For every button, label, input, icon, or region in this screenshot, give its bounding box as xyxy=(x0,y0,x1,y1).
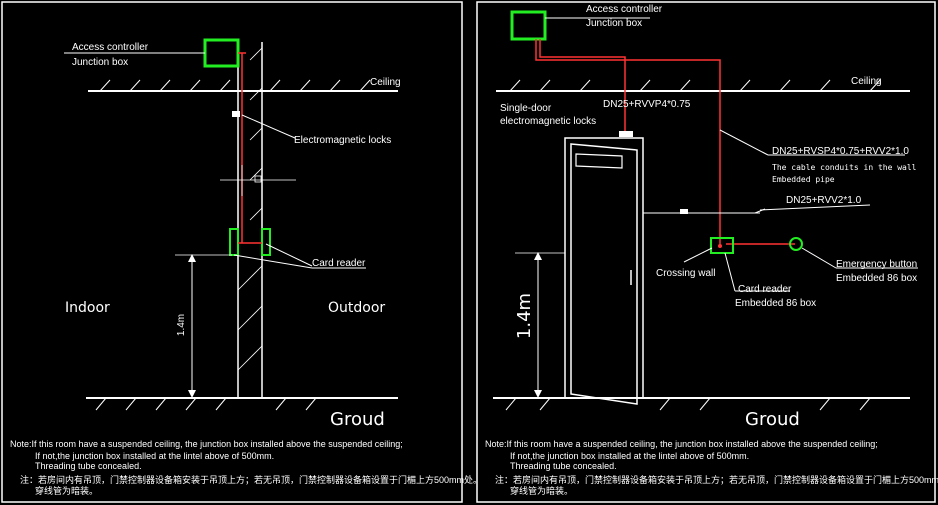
right-conduit-label: The cable conduits in the wall xyxy=(772,163,917,172)
left-card-reader-indoor xyxy=(229,228,239,256)
right-panel-frame xyxy=(476,1,936,503)
right-junction-box-label: Junction box xyxy=(586,18,642,29)
right-panel: Access controller Junction box Ceiling S… xyxy=(485,4,938,496)
left-cr-leader-b xyxy=(233,254,313,269)
right-ceiling-label: Ceiling xyxy=(851,76,882,87)
left-note-line5: 穿线管为暗装。 xyxy=(35,485,98,496)
left-panel: Ceiling Access controller Junction box E… xyxy=(10,38,482,496)
right-note-line2: If not,the junction box installed at the… xyxy=(510,451,749,461)
left-ground-label: Groud xyxy=(330,409,385,430)
right-embedded-pipe-label: Embedded pipe xyxy=(772,175,835,184)
right-note-line3: Threading tube concealed. xyxy=(510,461,617,471)
left-cr-leader-a xyxy=(265,243,313,267)
right-junction-box xyxy=(510,10,547,41)
right-emergency-label: Emergency button xyxy=(836,259,917,270)
right-em-lock xyxy=(619,131,633,137)
left-junction-box xyxy=(203,38,240,68)
right-card-reader xyxy=(710,237,734,254)
right-ground-hatch xyxy=(505,397,871,411)
right-crossing-wall-label: Crossing wall xyxy=(656,268,715,279)
left-wall-hatch xyxy=(237,47,263,371)
left-note-line1: Note:If this room have a suspended ceili… xyxy=(10,439,403,449)
left-ceiling-hatch xyxy=(99,79,371,92)
right-door-frame xyxy=(564,137,644,399)
right-em-locks-label: electromagnetic locks xyxy=(500,116,596,127)
right-card-reader-sub: Embedded 86 box xyxy=(735,298,816,309)
left-outdoor-label: Outdoor xyxy=(328,300,385,316)
right-dn25-rvvp-label: DN25+RVVP4*0.75 xyxy=(603,99,691,110)
right-dn25-rvsp-label: DN25+RVSP4*0.75+RVV2*1.0 xyxy=(772,146,909,157)
left-height-label: 1.4m xyxy=(176,314,187,336)
left-panel-frame xyxy=(1,1,463,503)
left-note-line4: 注：若房间内有吊顶，门禁控制器设备箱安装于吊顶上方；若无吊顶，门禁控制器设备箱设… xyxy=(20,474,482,485)
right-cable-lock xyxy=(539,39,626,132)
left-ground-hatch xyxy=(95,397,317,411)
right-height-label: 1.4m xyxy=(514,293,535,339)
right-note-line5: 穿线管为暗装。 xyxy=(510,485,573,496)
right-ground-label: Groud xyxy=(745,409,800,430)
right-access-controller-label: Access controller xyxy=(586,4,663,15)
right-card-reader-label: Card reader xyxy=(738,284,792,295)
left-em-lock xyxy=(232,111,240,117)
right-emergency-button xyxy=(789,237,803,251)
right-door-window xyxy=(575,153,623,169)
left-card-reader-outdoor xyxy=(261,228,271,256)
left-ceiling-label: Ceiling xyxy=(370,77,401,88)
right-dn25-rvv-label: DN25+RVV2*1.0 xyxy=(786,195,862,206)
right-ceiling-hatch xyxy=(509,79,881,92)
right-door-leaf xyxy=(570,143,638,405)
right-note-line1: Note:If this room have a suspended ceili… xyxy=(485,439,878,449)
left-note-line3: Threading tube concealed. xyxy=(35,461,142,471)
left-junction-box-label: Junction box xyxy=(72,57,128,68)
right-single-door-label: Single-door xyxy=(500,103,552,114)
left-card-reader-label: Card reader xyxy=(312,258,366,269)
right-emergency-sub: Embedded 86 box xyxy=(836,273,917,284)
left-em-leader xyxy=(241,114,296,139)
left-note-line2: If not,the junction box installed at the… xyxy=(35,451,274,461)
right-note-line4: 注：若房间内有吊顶，门禁控制器设备箱安装于吊顶上方；若无吊顶，门禁控制器设备箱设… xyxy=(495,474,938,485)
right-cable-reader xyxy=(535,39,721,245)
left-em-locks-label: Electromagnetic locks xyxy=(294,135,391,146)
left-indoor-label: Indoor xyxy=(65,300,110,316)
left-access-controller-label: Access controller xyxy=(72,42,149,53)
